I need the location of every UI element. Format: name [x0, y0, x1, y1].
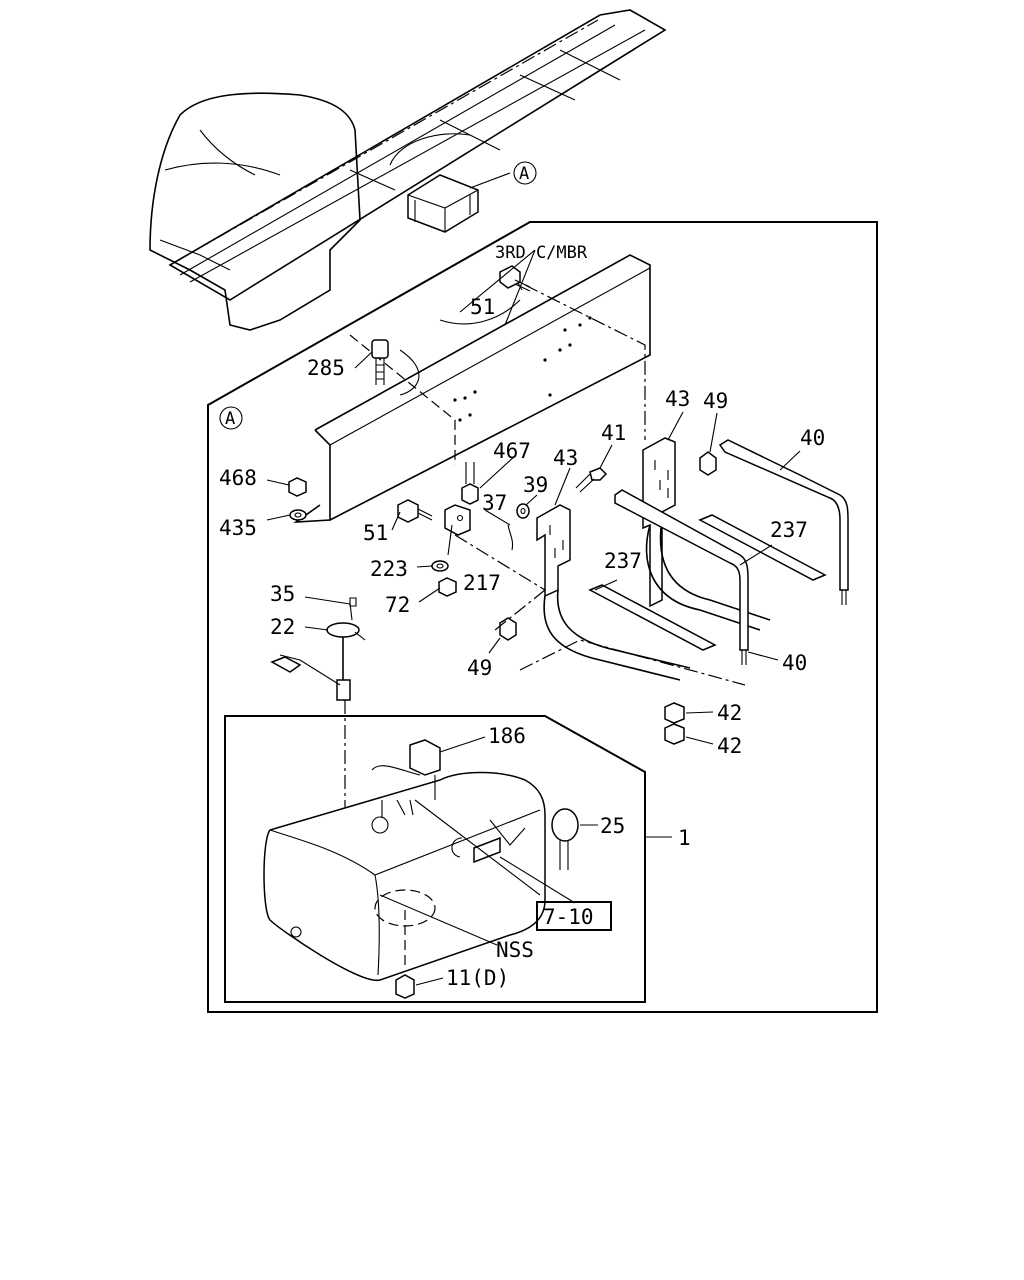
- tank-assembly: [224, 700, 646, 1003]
- part-label-49-upper: 49: [703, 389, 728, 413]
- part-labels: 3RD C/MBR 51 285 43 49 40 467 41 43 468 …: [219, 243, 825, 990]
- part-label-285: 285: [307, 356, 345, 380]
- part-label-40-upper: 40: [800, 426, 825, 450]
- leader-lines: [266, 249, 801, 986]
- part-label-42-upper: 42: [717, 701, 742, 725]
- callout-a-top: A: [519, 164, 529, 184]
- callout-a-circle-detail: [219, 406, 243, 430]
- part-label-49-lower: 49: [467, 656, 492, 680]
- fuel-sender-unit: [270, 597, 366, 701]
- part-label-467: 467: [493, 439, 531, 463]
- tank-brackets: [454, 437, 849, 686]
- ref-box: [536, 901, 612, 931]
- part-label-40-lower: 40: [782, 651, 807, 675]
- part-label-51-upper: 51: [470, 295, 495, 319]
- part-label-72: 72: [385, 593, 410, 617]
- part-label-223: 223: [370, 557, 408, 581]
- part-label-43-front: 43: [553, 446, 578, 470]
- part-label-186: 186: [488, 724, 526, 748]
- crossmember: [293, 254, 651, 523]
- part-label-237-upper: 237: [770, 518, 808, 542]
- part-label-468: 468: [219, 466, 257, 490]
- assembly-number-label: 1: [678, 826, 691, 850]
- part-label-37: 37: [482, 491, 507, 515]
- member-label: 3RD C/MBR: [495, 243, 588, 263]
- detail-frame: A: [207, 221, 878, 1013]
- part-label-42-lower: 42: [717, 734, 742, 758]
- callout-a-detail: A: [225, 409, 235, 429]
- part-label-43-rear: 43: [665, 387, 690, 411]
- part-label-435: 435: [219, 516, 257, 540]
- part-label-25: 25: [600, 814, 625, 838]
- crossmember-holes: [453, 316, 592, 422]
- ref-box-label: 7-10: [543, 905, 594, 929]
- hardware: [288, 265, 717, 745]
- part-label-35: 35: [270, 582, 295, 606]
- nss-label: NSS: [496, 938, 534, 962]
- callout-a-circle-top: [513, 161, 537, 185]
- part-label-39: 39: [523, 473, 548, 497]
- part-label-51-lower: 51: [363, 521, 388, 545]
- truck-overview: A: [149, 9, 667, 331]
- part-label-11: 11(D): [446, 966, 509, 990]
- part-label-41: 41: [601, 421, 626, 445]
- part-label-22: 22: [270, 615, 295, 639]
- part-label-237-lower: 237: [604, 549, 642, 573]
- part-label-217: 217: [463, 571, 501, 595]
